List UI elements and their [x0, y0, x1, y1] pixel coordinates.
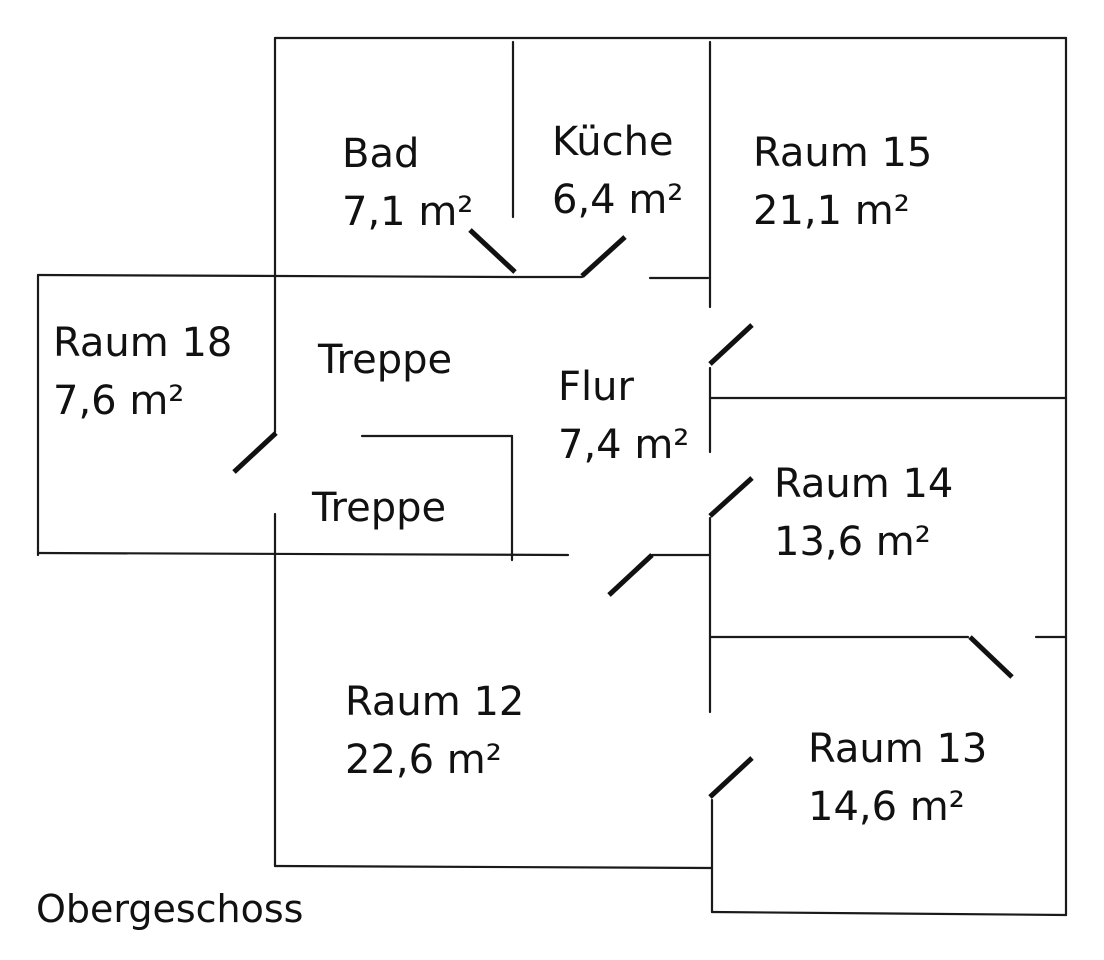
- door-raum15: [708, 323, 754, 366]
- wall-raum18-bottom: [36, 551, 570, 557]
- room-name: Raum 12: [345, 679, 525, 725]
- room-label-bad: Bad 7,1 m²: [342, 125, 473, 241]
- room-area: 21,1 m²: [753, 188, 910, 234]
- room-label-raum15: Raum 15 21,1 m²: [753, 124, 932, 240]
- door-raum13: [708, 756, 754, 799]
- room-area: 14,6 m²: [808, 784, 965, 830]
- room-area: 6,4 m²: [552, 177, 684, 223]
- room-label-raum12: Raum 12 22,6 m²: [345, 673, 524, 789]
- room-name: Raum 18: [53, 320, 233, 366]
- room-label-treppe-lower: Treppe: [312, 479, 446, 537]
- room-name: Bad: [342, 131, 420, 177]
- room-area: 7,6 m²: [53, 378, 185, 424]
- room-area: 7,4 m²: [558, 422, 690, 468]
- room-label-raum13: Raum 13 14,6 m²: [808, 720, 987, 836]
- doors: [232, 228, 1014, 799]
- door-raum14: [708, 476, 754, 518]
- room-name: Raum 15: [753, 130, 933, 176]
- room-label-kueche: Küche 6,4 m²: [552, 113, 683, 229]
- door-kueche: [580, 235, 627, 278]
- room-label-raum14: Raum 14 13,6 m²: [774, 455, 953, 571]
- room-name: Treppe: [318, 337, 453, 383]
- room-name: Treppe: [312, 485, 447, 531]
- wall-raum12-bottom: [273, 864, 714, 870]
- room-area: 7,1 m²: [342, 189, 474, 235]
- room-name: Raum 13: [808, 726, 988, 772]
- wall-raum13-bottom: [710, 910, 1068, 917]
- room-label-flur: Flur 7,4 m²: [558, 358, 689, 474]
- walls: [36, 36, 1068, 917]
- room-area: 22,6 m²: [345, 737, 502, 783]
- room-name: Küche: [552, 119, 674, 165]
- room-label-raum18: Raum 18 7,6 m²: [53, 314, 232, 430]
- room-name: Raum 14: [774, 461, 954, 507]
- door-raum18: [232, 431, 278, 474]
- door-raum13-top: [968, 635, 1014, 679]
- room-label-treppe-upper: Treppe: [318, 331, 452, 389]
- room-area: 13,6 m²: [774, 519, 931, 565]
- room-name: Flur: [558, 364, 634, 410]
- door-bad: [468, 228, 517, 274]
- wall-bad-bottom: [36, 273, 518, 279]
- floor-caption: Obergeschoss: [36, 887, 304, 931]
- door-raum12: [607, 553, 654, 597]
